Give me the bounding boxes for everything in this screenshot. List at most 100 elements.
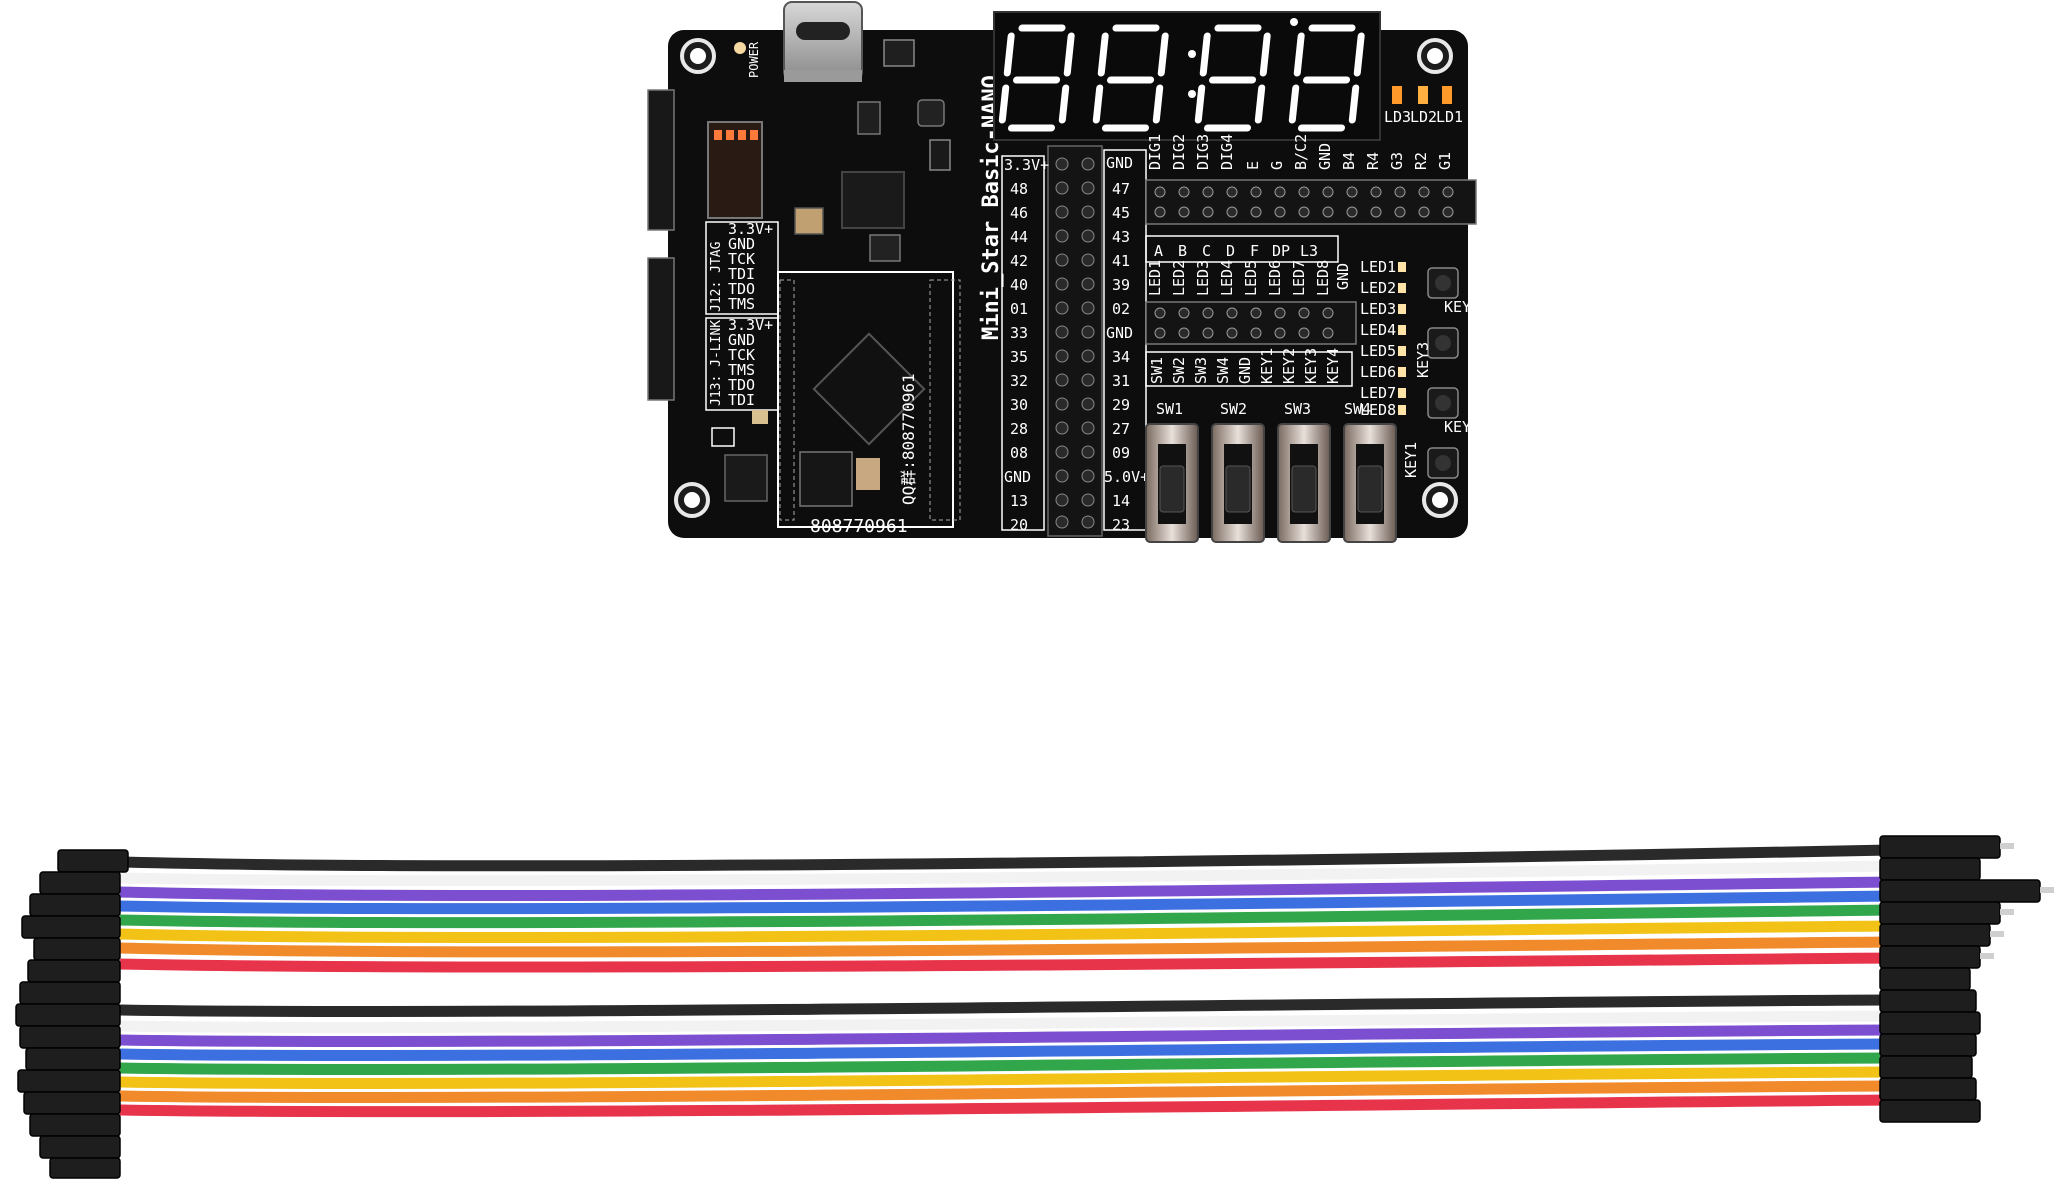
- switch-label: SW4: [1344, 400, 1371, 418]
- segment-label: C: [1202, 242, 1211, 260]
- segment-label: F: [1250, 242, 1259, 260]
- jlink-pin: TMS: [728, 361, 755, 379]
- pin-number: 02: [1112, 300, 1130, 318]
- sw-header-label: SW3: [1192, 357, 1210, 384]
- led-header-label: LED3: [1194, 260, 1212, 296]
- pin-number: 40: [1010, 276, 1028, 294]
- mounting-holes: [674, 38, 1458, 518]
- slide-switch: [1277, 423, 1331, 543]
- key-label: KEY2: [1444, 418, 1480, 436]
- header-label: DIG1: [1146, 134, 1164, 170]
- segment-label: L3: [1300, 242, 1318, 260]
- led-header-label: LED4: [1218, 260, 1236, 296]
- pin-number: 01: [1010, 300, 1028, 318]
- segment-labels: A B C D F DP L3: [1145, 235, 1339, 263]
- led-side-label: LED8: [1360, 401, 1396, 419]
- left-pin-header: [647, 89, 675, 401]
- header-label: G1: [1436, 152, 1454, 170]
- key-label: KEY3: [1414, 342, 1432, 378]
- fpga-board: POWER 3.3V+ GND TCK TDI TDO: [647, 1, 1480, 543]
- module-pin-rows: [779, 279, 961, 521]
- segment-label: D: [1226, 242, 1235, 260]
- jlink-pin: TDO: [728, 376, 755, 394]
- pin-number: 31: [1112, 372, 1130, 390]
- lower-ribbon: [119, 994, 1891, 1118]
- pin-number: 20: [1010, 516, 1028, 534]
- jtag-label: J12: JTAG: [709, 241, 724, 312]
- header-label: GND: [1316, 143, 1334, 170]
- led-side-label: LED6: [1360, 363, 1396, 381]
- header-label: R4: [1364, 152, 1382, 170]
- slide-switch: [1211, 423, 1265, 543]
- led-side-label: LED7: [1360, 384, 1396, 402]
- pin-number: 08: [1010, 444, 1028, 462]
- led-header-label: LED1: [1146, 260, 1164, 296]
- pin-number: 3.3V+: [1004, 156, 1049, 174]
- pin-number: 27: [1112, 420, 1130, 438]
- header-label: B4: [1340, 152, 1358, 170]
- header-label: B/C2: [1292, 134, 1310, 170]
- right-pin-numbers: GND 47 45 43 41 39 02 GND 34 31 29 27 09…: [1103, 149, 1149, 534]
- led-side-label: LED4: [1360, 321, 1396, 339]
- led-header-label: LED5: [1242, 260, 1260, 296]
- header-label: DIG2: [1170, 134, 1188, 170]
- push-buttons: KEY4 KEY3 KEY2 KEY1: [1402, 267, 1480, 479]
- switch-label: SW2: [1220, 400, 1247, 418]
- segment-label: A: [1154, 242, 1163, 260]
- gpio-pin-header: [1047, 145, 1103, 537]
- header-label: DIG3: [1194, 134, 1212, 170]
- led-side-label: LED5: [1360, 342, 1396, 360]
- segment-label: DP: [1272, 242, 1290, 260]
- sw-header-label: SW4: [1214, 357, 1232, 384]
- sw-header-label: SW2: [1170, 357, 1188, 384]
- jumper-wires: [15, 835, 2054, 1179]
- header-label: G3: [1388, 152, 1406, 170]
- header-label: R2: [1412, 152, 1430, 170]
- pin-number: 32: [1010, 372, 1028, 390]
- slide-switch: [1343, 423, 1397, 543]
- side-led-column: LED1 LED2 LED3 LED4 LED5 LED6 LED7 LED8: [1360, 258, 1406, 419]
- pin-number: 34: [1112, 348, 1130, 366]
- slide-switches: SW1 SW2 SW3 SW4: [1145, 400, 1397, 543]
- jtag-pin: TMS: [728, 295, 755, 313]
- sw-header-label: KEY2: [1280, 348, 1298, 384]
- jlink-pin: TCK: [728, 346, 755, 364]
- led-label: LD1: [1436, 108, 1463, 126]
- key-label: KEY4: [1444, 298, 1480, 316]
- jtag-pin: GND: [728, 235, 755, 253]
- jtag-pin: 3.3V+: [728, 220, 773, 238]
- usb-c-connector: [783, 1, 863, 82]
- key-label: KEY1: [1402, 442, 1420, 478]
- pin-number: 42: [1010, 252, 1028, 270]
- top-pin-header: [1145, 179, 1477, 225]
- pin-number: GND: [1004, 468, 1031, 486]
- jtag-pin: TCK: [728, 250, 755, 268]
- qq-bottom-label: 808770961: [810, 516, 908, 537]
- qq-label: QQ群:808770961: [899, 373, 918, 505]
- usb-bridge-chip: [841, 171, 905, 229]
- dip-switch: [707, 121, 763, 219]
- pin-number: 28: [1010, 420, 1028, 438]
- led-side-label: LED3: [1360, 300, 1396, 318]
- header-label: E: [1244, 161, 1262, 170]
- led-header-label: LED6: [1266, 260, 1284, 296]
- led-header-label: GND: [1334, 263, 1352, 290]
- pin-number: 46: [1010, 204, 1028, 222]
- jlink-label: J13: J-LINK: [709, 320, 724, 406]
- jlink-pin: TDI: [728, 391, 755, 409]
- seven-segment-display: [993, 11, 1381, 141]
- led-side-label: LED2: [1360, 279, 1396, 297]
- pin-number: 30: [1010, 396, 1028, 414]
- fpga-core-module: QQ群:808770961 808770961: [777, 271, 954, 537]
- pin-number: 43: [1112, 228, 1130, 246]
- sw-header-label: KEY1: [1258, 348, 1276, 384]
- header-label: G: [1268, 161, 1286, 170]
- switch-label: SW1: [1156, 400, 1183, 418]
- led-header-label: LED2: [1170, 260, 1188, 296]
- pin-number: 48: [1010, 180, 1028, 198]
- jlink-pin: GND: [728, 331, 755, 349]
- pin-number: 44: [1010, 228, 1028, 246]
- sw-header-label: KEY3: [1302, 348, 1320, 384]
- upper-ribbon: [119, 844, 1891, 973]
